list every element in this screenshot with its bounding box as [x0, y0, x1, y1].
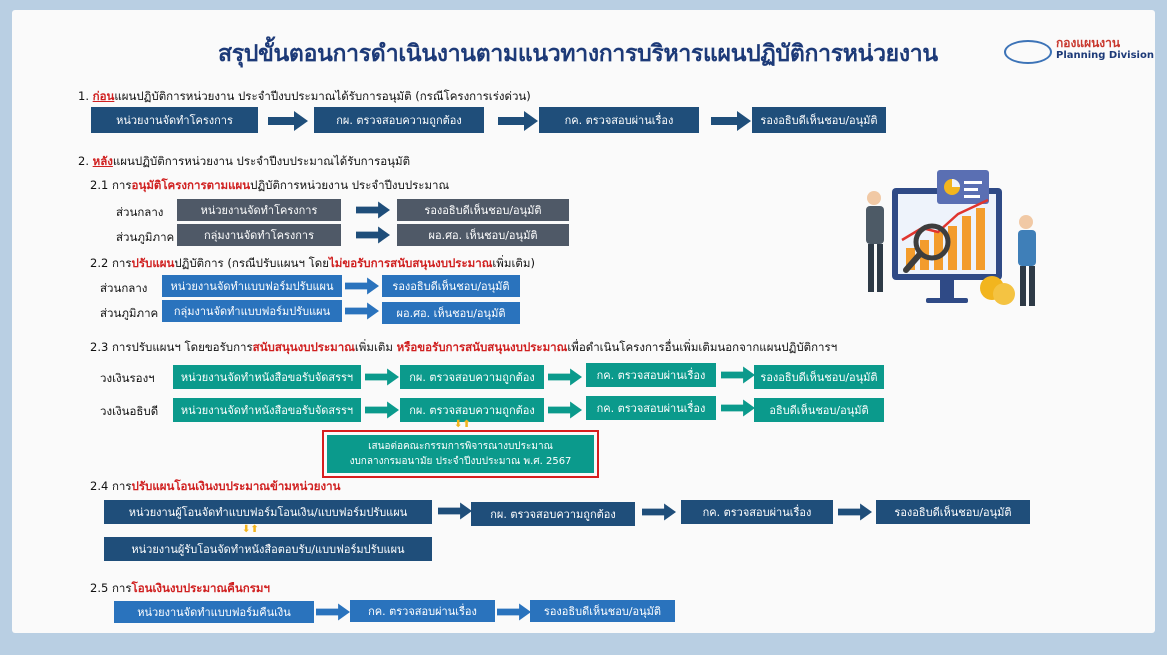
- s23-deputy-step-d: รองอธิบดีเห็นชอบ/อนุมัติ: [754, 365, 884, 389]
- section-2-4-heading: 2.4 การปรับแผนโอนเงินงบประมาณข้ามหน่วยงา…: [90, 479, 341, 493]
- s22-label-central: ส่วนกลาง: [100, 281, 148, 295]
- note-line-1: เสนอต่อคณะกรรมการพิจารณางบประมาณ: [368, 441, 553, 452]
- section-1-heading: 1. ก่อนแผนปฏิบัติการหน่วยงาน ประจำปีงบปร…: [78, 89, 531, 103]
- arrow-icon: [721, 366, 755, 384]
- s22-label-regional: ส่วนภูมิภาค: [100, 306, 159, 320]
- s24-step-finance-check: กค. ตรวจสอบผ่านเรื่อง: [681, 500, 833, 524]
- arrow-icon: [356, 201, 390, 219]
- section-2-2-heading: 2.2 การปรับแผนปฏิบัติการ (กรณีปรับแผนฯ โ…: [90, 256, 535, 270]
- arrow-icon: [438, 502, 472, 520]
- arrow-icon: [709, 111, 753, 131]
- s23-deputy-step-b: กผ. ตรวจสอบความถูกต้อง: [400, 365, 544, 389]
- arrow-icon: [496, 111, 540, 131]
- page-title: สรุปขั้นตอนการดำเนินงานตามแนวทางการบริหา…: [218, 41, 938, 67]
- s1-step-approval: รองอธิบดีเห็นชอบ/อนุมัติ: [752, 107, 886, 133]
- s25-step-refund-form: หน่วยงานจัดทำแบบฟอร์มคืนเงิน: [114, 601, 314, 623]
- arrow-icon: [838, 503, 872, 521]
- arrow-icon: [548, 401, 582, 419]
- arrow-icon: [365, 368, 399, 386]
- section-2-heading: 2. หลังแผนปฏิบัติการหน่วยงาน ประจำปีงบปร…: [78, 154, 411, 168]
- section-2-3-heading: 2.3 การปรับแผนฯ โดยขอรับการสนับสนุนงบประ…: [90, 340, 838, 354]
- s24-step-planning-check: กผ. ตรวจสอบความถูกต้อง: [471, 502, 635, 526]
- arrow-icon: [497, 603, 531, 621]
- logo-emblem-icon: [1004, 40, 1052, 64]
- s1-step-finance-check: กค. ตรวจสอบผ่านเรื่อง: [539, 107, 699, 133]
- arrow-icon: [356, 226, 390, 244]
- arrow-icon: [266, 111, 310, 131]
- section-2-5-heading: 2.5 การโอนเงินงบประมาณคืนกรมฯ: [90, 581, 270, 595]
- s23-director-step-c: กค. ตรวจสอบผ่านเรื่อง: [586, 396, 716, 420]
- s23-director-step-b: กผ. ตรวจสอบความถูกต้อง: [400, 398, 544, 422]
- s23-director-step-d: อธิบดีเห็นชอบ/อนุมัติ: [754, 398, 884, 422]
- s22-regional-step-b: ผอ.ศอ. เห็นชอบ/อนุมัติ: [382, 302, 520, 324]
- arrow-icon: [345, 302, 379, 320]
- s24-step-transferee: หน่วยงานผู้รับโอนจัดทำหนังสือตอบรับ/แบบฟ…: [104, 537, 432, 561]
- s23-label-director: วงเงินอธิบดี: [100, 404, 159, 418]
- s21-label-regional: ส่วนภูมิภาค: [116, 230, 175, 244]
- arrow-icon: [316, 603, 350, 621]
- s23-deputy-step-a: หน่วยงานจัดทำหนังสือขอรับจัดสรรฯ: [173, 365, 361, 389]
- planning-division-logo: กองแผนงาน Planning Division: [1004, 34, 1154, 66]
- s23-director-step-a: หน่วยงานจัดทำหนังสือขอรับจัดสรรฯ: [173, 398, 361, 422]
- s23-deputy-step-c: กค. ตรวจสอบผ่านเรื่อง: [586, 363, 716, 387]
- arrow-icon: [548, 368, 582, 386]
- up-down-arrows-icon: ⬇⬆: [242, 524, 259, 535]
- s22-central-step-a: หน่วยงานจัดทำแบบฟอร์มปรับแผน: [162, 275, 342, 297]
- s21-label-central: ส่วนกลาง: [116, 205, 164, 219]
- s21-central-step-a: หน่วยงานจัดทำโครงการ: [177, 199, 341, 221]
- s21-regional-step-a: กลุ่มงานจัดทำโครงการ: [177, 224, 341, 246]
- s24-step-transferor: หน่วยงานผู้โอนจัดทำแบบฟอร์มโอนเงิน/แบบฟอ…: [104, 500, 432, 524]
- section-2-1-heading: 2.1 การอนุมัติโครงการตามแผนปฏิบัติการหน่…: [90, 178, 450, 192]
- up-down-arrows-icon: ⬇⬆: [454, 419, 471, 430]
- logo-english-text: Planning Division: [1056, 50, 1154, 61]
- logo-thai-text: กองแผนงาน: [1056, 36, 1121, 50]
- s23-label-deputy: วงเงินรองฯ: [100, 371, 155, 385]
- s25-step-finance-check: กค. ตรวจสอบผ่านเรื่อง: [350, 600, 495, 622]
- s1-step-planning-check: กผ. ตรวจสอบความถูกต้อง: [314, 107, 484, 133]
- s1-step-project: หน่วยงานจัดทำโครงการ: [91, 107, 258, 133]
- s21-central-step-b: รองอธิบดีเห็นชอบ/อนุมัติ: [397, 199, 569, 221]
- arrow-icon: [642, 503, 676, 521]
- s25-step-approval: รองอธิบดีเห็นชอบ/อนุมัติ: [530, 600, 675, 622]
- s22-central-step-b: รองอธิบดีเห็นชอบ/อนุมัติ: [382, 275, 520, 297]
- arrow-icon: [721, 399, 755, 417]
- budget-committee-note: เสนอต่อคณะกรรมการพิจารณางบประมาณ งบกลางก…: [322, 430, 599, 478]
- note-line-2: งบกลางกรมอนามัย ประจำปีงบประมาณ พ.ศ. 256…: [349, 456, 572, 467]
- arrow-icon: [365, 401, 399, 419]
- s21-regional-step-b: ผอ.ศอ. เห็นชอบ/อนุมัติ: [397, 224, 569, 246]
- s24-step-approval: รองอธิบดีเห็นชอบ/อนุมัติ: [876, 500, 1030, 524]
- arrow-icon: [345, 277, 379, 295]
- business-analytics-illustration: [866, 170, 1036, 306]
- s22-regional-step-a: กลุ่มงานจัดทำแบบฟอร์มปรับแผน: [162, 300, 342, 322]
